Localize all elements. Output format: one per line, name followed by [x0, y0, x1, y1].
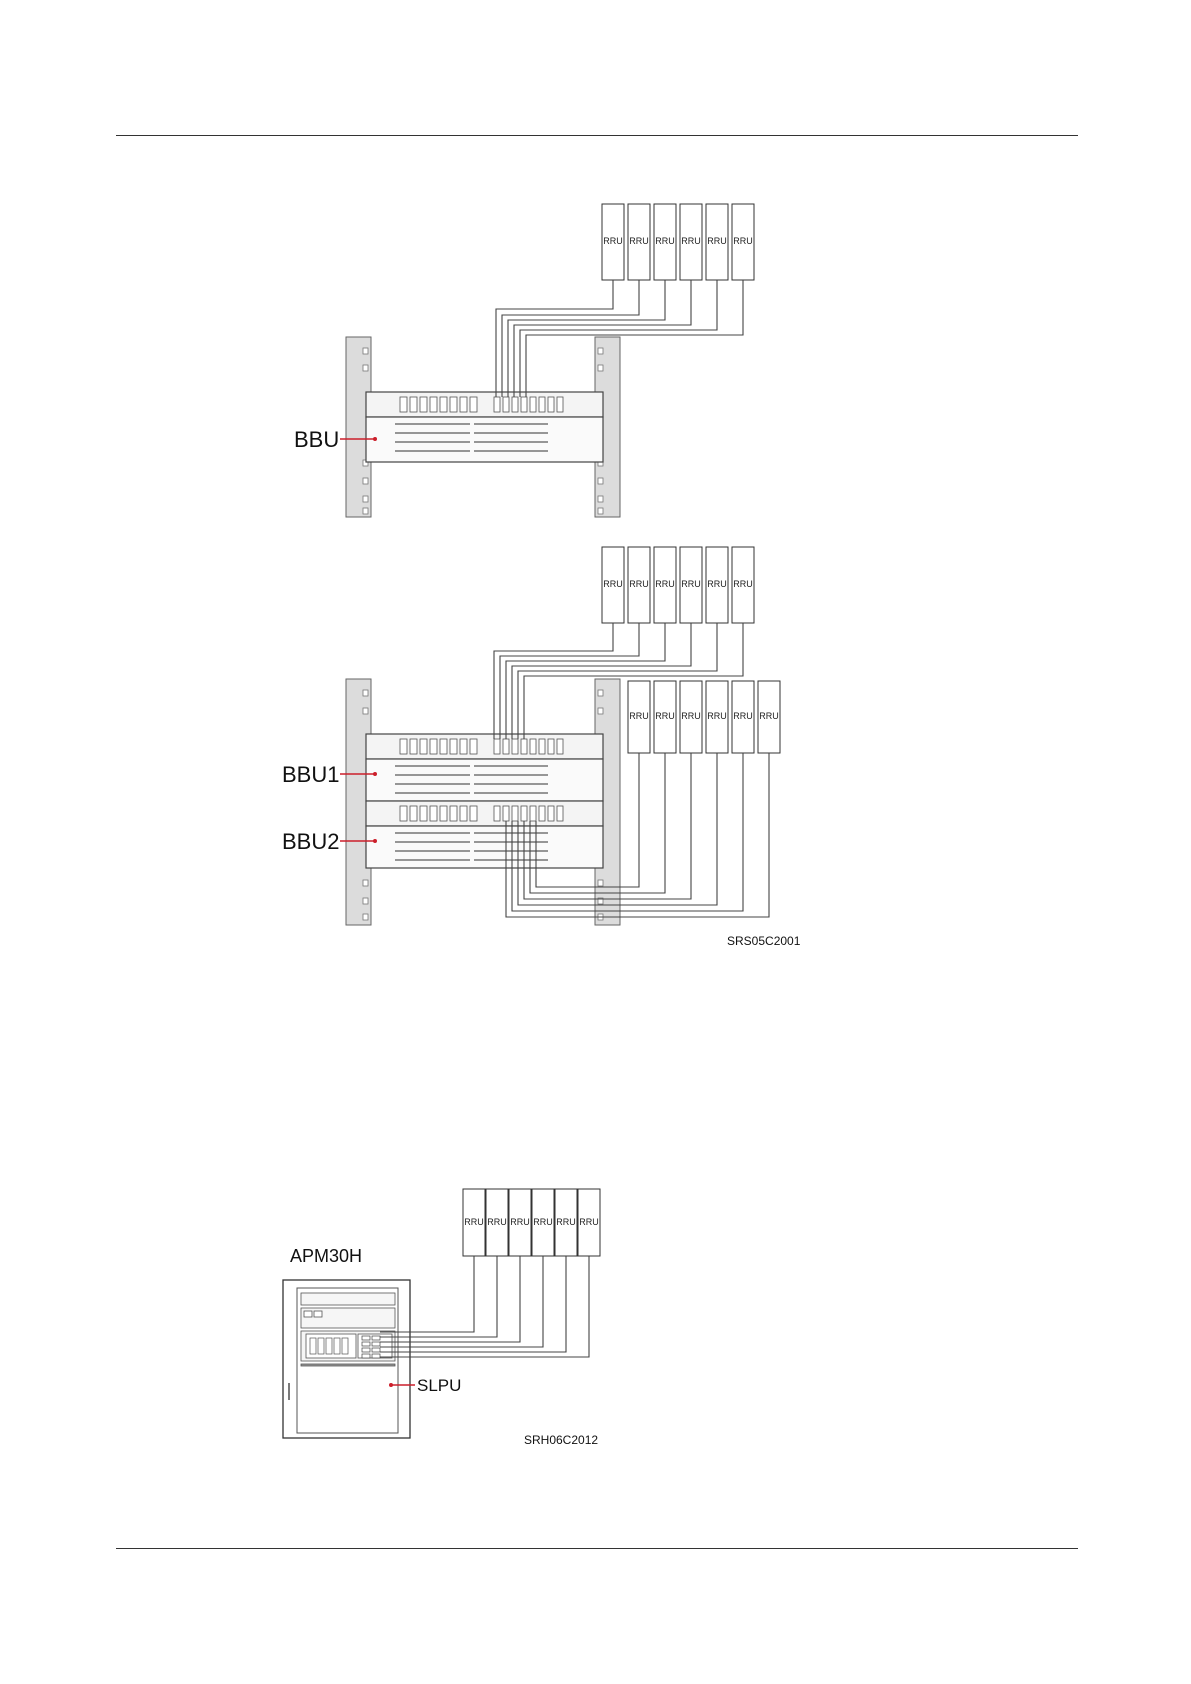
diagram-single-bbu: RRU RRU RRU RRU RRU RRU BBU [294, 204, 754, 517]
bbu-leader-dot [373, 437, 377, 441]
bbu2-label: BBU2 [282, 829, 339, 854]
cabinet-breakers [310, 1338, 348, 1354]
bbu1-leader-dot [373, 772, 377, 776]
rru-label: RRU [733, 711, 753, 721]
rru-row: RRU RRU RRU RRU RRU RRU [602, 204, 754, 280]
rru-label: RRU [603, 579, 623, 589]
rru-unit: RRU [578, 1189, 600, 1256]
rru-label: RRU [707, 236, 727, 246]
rru-unit: RRU [758, 681, 780, 753]
rru-label: RRU [629, 236, 649, 246]
rru-label: RRU [733, 236, 753, 246]
slpu-leader-dot [389, 1383, 393, 1387]
rru-unit: RRU [463, 1189, 485, 1256]
rru-row: RRU RRU RRU RRU RRU RRU [463, 1189, 600, 1256]
rru-unit: RRU [654, 681, 676, 753]
rru-label: RRU [759, 711, 779, 721]
rru-unit: RRU [555, 1189, 577, 1256]
rru-unit: RRU [602, 547, 624, 623]
rru-label: RRU [629, 579, 649, 589]
rru-unit: RRU [732, 547, 754, 623]
bbu1-chassis [366, 759, 603, 801]
rru-label: RRU [603, 236, 623, 246]
rru-row-right: RRU RRU RRU RRU RRU RRU [628, 681, 780, 753]
bbu-label: BBU [294, 427, 339, 452]
bbu1-label: BBU1 [282, 762, 339, 787]
rru-unit: RRU [532, 1189, 554, 1256]
rru-unit: RRU [628, 547, 650, 623]
diagram-apm30h: APM30H RRU RRU RRU [283, 1189, 600, 1447]
rru-unit: RRU [654, 204, 676, 280]
rru-unit: RRU [706, 681, 728, 753]
rru-unit: RRU [509, 1189, 531, 1256]
rru-label: RRU [629, 711, 649, 721]
cabinet-label: APM30H [290, 1246, 362, 1266]
rru-unit: RRU [732, 204, 754, 280]
bbu2-chassis [366, 826, 603, 868]
bbu2-leader-dot [373, 839, 377, 843]
figure-code-2: SRH06C2012 [524, 1433, 598, 1447]
rru-unit: RRU [680, 681, 702, 753]
rru-label: RRU [579, 1217, 599, 1227]
rru-label: RRU [707, 711, 727, 721]
rru-label: RRU [681, 579, 701, 589]
cpri-cables [380, 1256, 589, 1357]
rru-label: RRU [556, 1217, 576, 1227]
diagram-dual-bbu: RRU RRU RRU RRU RRU RRU RRU RRU RRU RRU … [282, 547, 801, 948]
rru-unit: RRU [680, 547, 702, 623]
rru-unit: RRU [628, 204, 650, 280]
rru-label: RRU [733, 579, 753, 589]
rru-label: RRU [655, 711, 675, 721]
rru-label: RRU [510, 1217, 530, 1227]
rru-label: RRU [655, 236, 675, 246]
rru-label: RRU [681, 711, 701, 721]
rru-label: RRU [533, 1217, 553, 1227]
rru-label: RRU [707, 579, 727, 589]
rru-unit: RRU [732, 681, 754, 753]
rru-unit: RRU [602, 204, 624, 280]
rru-label: RRU [681, 236, 701, 246]
rru-unit: RRU [486, 1189, 508, 1256]
rru-unit: RRU [706, 547, 728, 623]
slpu-label: SLPU [417, 1376, 461, 1395]
figure-code-1: SRS05C2001 [727, 934, 801, 948]
rru-label: RRU [487, 1217, 507, 1227]
rru-unit: RRU [680, 204, 702, 280]
rru-unit: RRU [654, 547, 676, 623]
rru-unit: RRU [628, 681, 650, 753]
rru-label: RRU [655, 579, 675, 589]
rru-label: RRU [464, 1217, 484, 1227]
rru-row-top: RRU RRU RRU RRU RRU RRU [602, 547, 754, 623]
rru-unit: RRU [706, 204, 728, 280]
